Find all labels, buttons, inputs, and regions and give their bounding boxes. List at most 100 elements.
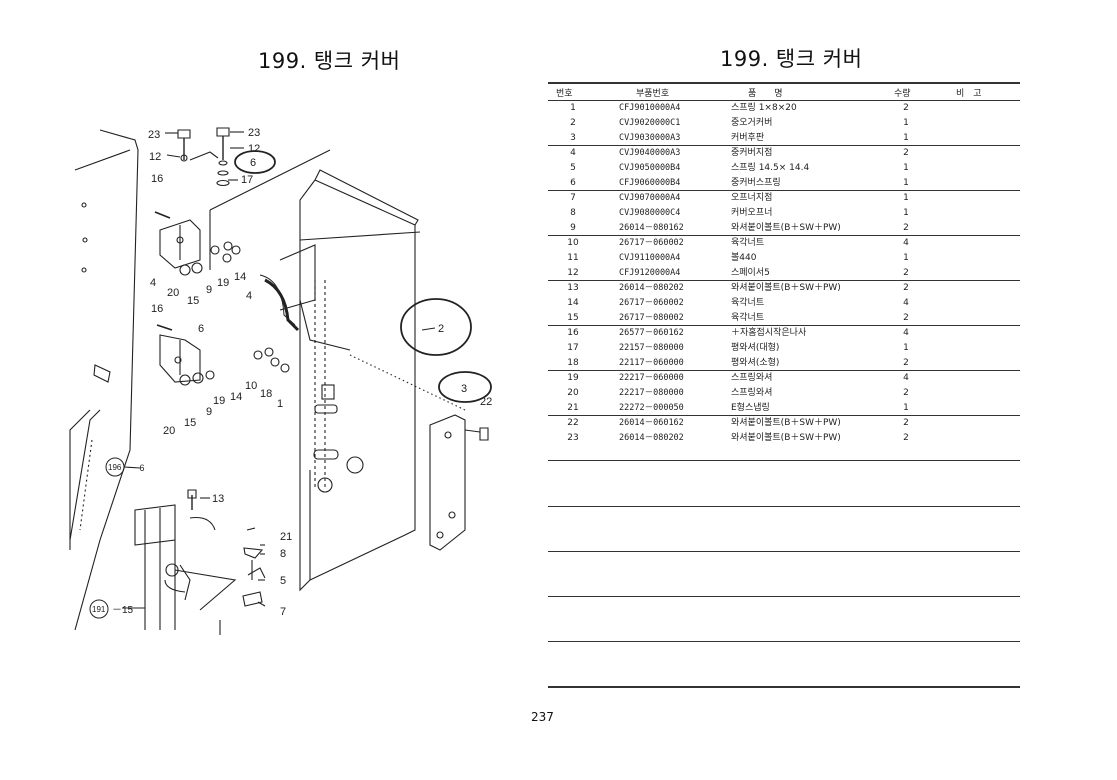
cell-part-name: 육각너트	[731, 238, 765, 248]
cell-number: 16	[567, 328, 579, 338]
cell-part-name: 와셔붙이볼트(B＋SW＋PW)	[731, 418, 841, 428]
callout-7: 7	[280, 606, 286, 618]
cell-part-number: CVJ9110000A4	[619, 253, 681, 263]
cell-quantity: 2	[903, 388, 909, 398]
cell-quantity: 1	[903, 253, 909, 263]
cell-quantity: 2	[903, 148, 909, 158]
callout-23b: 23	[248, 127, 260, 139]
callout-23a: 23	[148, 129, 160, 141]
cell-quantity: 1	[903, 118, 909, 128]
callout-18: 18	[260, 388, 272, 400]
callout-17: 17	[241, 174, 253, 186]
cell-part-name: 육각너트	[731, 313, 765, 323]
callout-4b: 4	[246, 290, 252, 302]
cell-quantity: 2	[903, 313, 909, 323]
cell-number: 14	[567, 298, 579, 308]
cell-number: 13	[567, 283, 579, 293]
table-top-rule	[548, 82, 1020, 84]
cell-part-number: CVJ9020000C1	[619, 118, 681, 128]
cell-part-name: 스페이서5	[731, 268, 770, 278]
cell-number: 21	[567, 403, 579, 413]
callout-9b: 9	[206, 406, 212, 418]
cell-number: 6	[570, 178, 576, 188]
table-rule	[548, 641, 1020, 642]
callout-191: 191	[92, 605, 106, 614]
cell-part-number: 26014－060162	[619, 418, 684, 428]
cell-number: 10	[567, 238, 579, 248]
callout-21: 21	[280, 531, 292, 543]
callout-4a: 4	[150, 277, 156, 289]
cell-part-name: 중커버스프링	[731, 178, 781, 188]
table-bottom-rule	[548, 686, 1020, 688]
cell-number: 7	[570, 193, 576, 203]
cell-part-name: 스프링와셔	[731, 388, 773, 398]
cell-part-number: CFJ9060000B4	[619, 178, 681, 188]
cell-quantity: 1	[903, 208, 909, 218]
cell-part-name: 커버후판	[731, 133, 765, 143]
cell-part-name: 평와셔(대형)	[731, 343, 780, 353]
callout-1: 1	[277, 398, 283, 410]
cell-part-name: 중커버지점	[731, 148, 773, 158]
cell-part-name: 스프링 14.5× 14.4	[731, 163, 810, 173]
cell-number: 15	[567, 313, 579, 323]
cell-part-number: CVJ9080000C4	[619, 208, 681, 218]
header-no: 번호	[556, 89, 573, 99]
page-title-right: 199. 탱크 커버	[720, 47, 863, 71]
cell-quantity: 4	[903, 298, 909, 308]
callout-10: 10	[245, 380, 257, 392]
cell-part-name: 커버오프너	[731, 208, 773, 218]
cell-number: 20	[567, 388, 579, 398]
cell-part-name: 중오거커버	[731, 118, 773, 128]
header-quantity: 수량	[894, 89, 911, 99]
callout-14b: 14	[230, 391, 242, 403]
callout-19a: 19	[217, 277, 229, 289]
cell-number: 12	[567, 268, 579, 278]
table-header: 번호 부품번호 품 명 수량 비 고	[548, 86, 1020, 100]
cell-part-name: 스프링 1×8×20	[731, 103, 797, 113]
cell-quantity: 4	[903, 373, 909, 383]
cell-part-number: CFJ9010000A4	[619, 103, 681, 113]
cell-part-name: 와셔붙이볼트(B＋SW＋PW)	[731, 433, 841, 443]
callout-196: 196	[108, 463, 122, 472]
cell-number: 3	[570, 133, 576, 143]
cell-part-number: 22217－080000	[619, 388, 684, 398]
callout-9a: 9	[206, 284, 212, 296]
cell-part-name: E형스냅링	[731, 403, 770, 413]
table-row: 6 CFJ9060000B4 중커버스프링 1	[548, 176, 1020, 191]
cell-part-name: 와셔붙이볼트(B＋SW＋PW)	[731, 223, 841, 233]
cell-number: 1	[570, 103, 576, 113]
cell-quantity: 2	[903, 433, 909, 443]
header-part-name: 품 명	[748, 89, 783, 99]
cell-number: 18	[567, 358, 579, 368]
cell-part-name: ＋자홈접시작은나사	[731, 328, 807, 338]
cell-part-name: 평와셔(소형)	[731, 358, 780, 368]
callout-12a: 12	[149, 151, 161, 163]
cell-number: 22	[567, 418, 579, 428]
cell-quantity: 1	[903, 343, 909, 353]
cell-quantity: 1	[903, 403, 909, 413]
cell-part-number: 26014－080202	[619, 433, 684, 443]
callout-14a: 14	[234, 271, 246, 283]
cell-number: 2	[570, 118, 576, 128]
header-note: 비 고	[956, 89, 982, 99]
cell-quantity: 1	[903, 178, 909, 188]
cell-part-name: 오프너지점	[731, 193, 773, 203]
callout-3: 3	[461, 383, 467, 395]
callout-19b: 19	[213, 395, 225, 407]
cell-quantity: 1	[903, 193, 909, 203]
table-rule	[548, 551, 1020, 552]
callout-16a: 16	[151, 173, 163, 185]
